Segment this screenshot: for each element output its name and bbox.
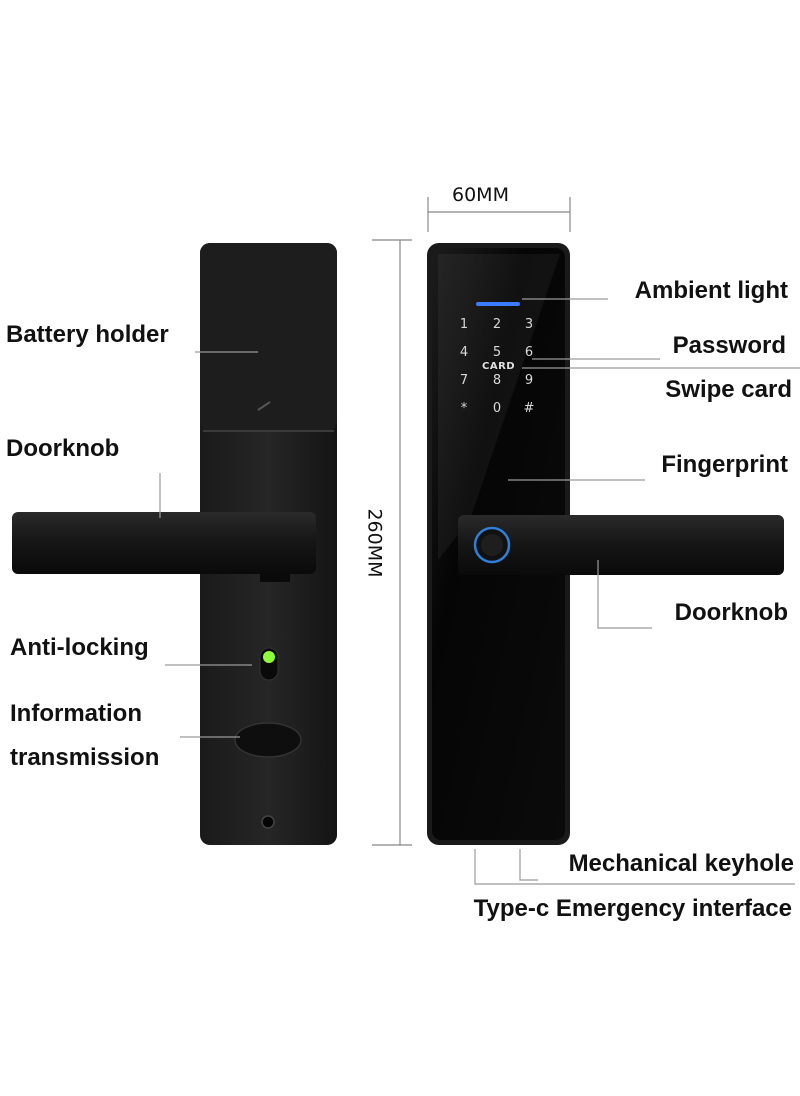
ambient-light-bar: [476, 302, 520, 306]
label-doorknob-left: Doorknob: [6, 435, 120, 462]
anti-lock-indicator: [263, 651, 275, 663]
width-dimension-label: 60MM: [452, 184, 509, 206]
info-transmission-pad: [234, 722, 302, 758]
left-handle-base: [260, 574, 290, 582]
key-7[interactable]: 7: [459, 373, 469, 388]
leader-keyhole: [519, 849, 538, 881]
leader-lines: [159, 298, 800, 885]
key-0[interactable]: 0: [492, 401, 502, 416]
left-handle: [12, 512, 316, 582]
label-fingerprint: Fingerprint: [661, 451, 788, 478]
right-handle-bar: [458, 515, 784, 575]
label-ambient-light: Ambient light: [634, 277, 788, 304]
height-dimension-label: 260MM: [363, 508, 386, 578]
label-battery-holder: Battery holder: [6, 321, 169, 348]
key-5[interactable]: 5: [492, 345, 502, 360]
battery-cover: [200, 243, 337, 431]
back-screw: [261, 815, 275, 829]
key-9[interactable]: 9: [524, 373, 534, 388]
glass-reflection: [438, 254, 560, 560]
key-hash[interactable]: #: [523, 401, 535, 416]
battery-cover-notch: [257, 401, 271, 411]
key-8[interactable]: 8: [492, 373, 502, 388]
right-handle: [458, 515, 784, 575]
key-2[interactable]: 2: [492, 317, 502, 332]
key-4[interactable]: 4: [459, 345, 469, 360]
label-information: Information: [10, 700, 142, 727]
left-handle-bar: [12, 512, 316, 574]
label-anti-locking: Anti-locking: [10, 634, 149, 661]
label-password: Password: [672, 332, 786, 359]
key-6[interactable]: 6: [524, 345, 534, 360]
key-3[interactable]: 3: [524, 317, 534, 332]
label-doorknob-right: Doorknob: [674, 599, 788, 626]
label-type-c-interface: Type-c Emergency interface: [473, 895, 792, 922]
leader-doorknob-right: [597, 560, 652, 629]
fingerprint-pad: [481, 534, 503, 556]
card-reader-label: CARD: [482, 361, 516, 372]
label-transmission: transmission: [10, 744, 160, 771]
label-mechanical-keyhole: Mechanical keyhole: [568, 850, 794, 877]
label-swipe-card: Swipe card: [665, 376, 792, 403]
key-star[interactable]: *: [460, 401, 468, 416]
key-1[interactable]: 1: [459, 317, 469, 332]
dimension-lines: [372, 197, 571, 846]
leader-typec: [474, 849, 795, 885]
